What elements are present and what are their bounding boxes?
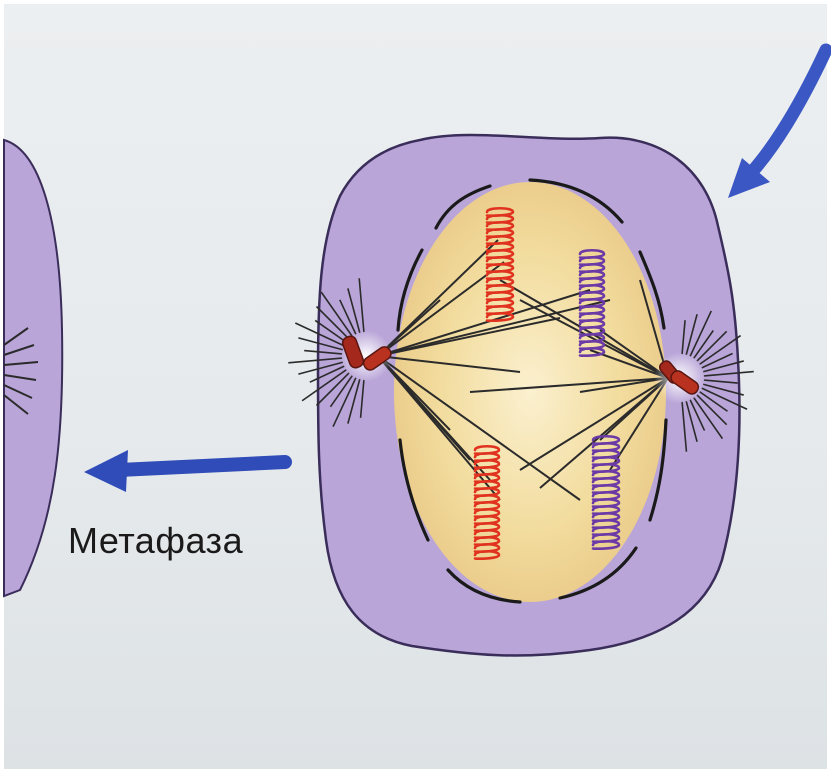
metaphase-cell <box>288 135 753 655</box>
previous-cell <box>4 140 62 596</box>
arrow-left-icon <box>84 450 285 492</box>
stage-label: Метафаза <box>68 520 243 562</box>
arrow-down-left-icon <box>728 50 826 198</box>
nucleus <box>394 182 666 602</box>
